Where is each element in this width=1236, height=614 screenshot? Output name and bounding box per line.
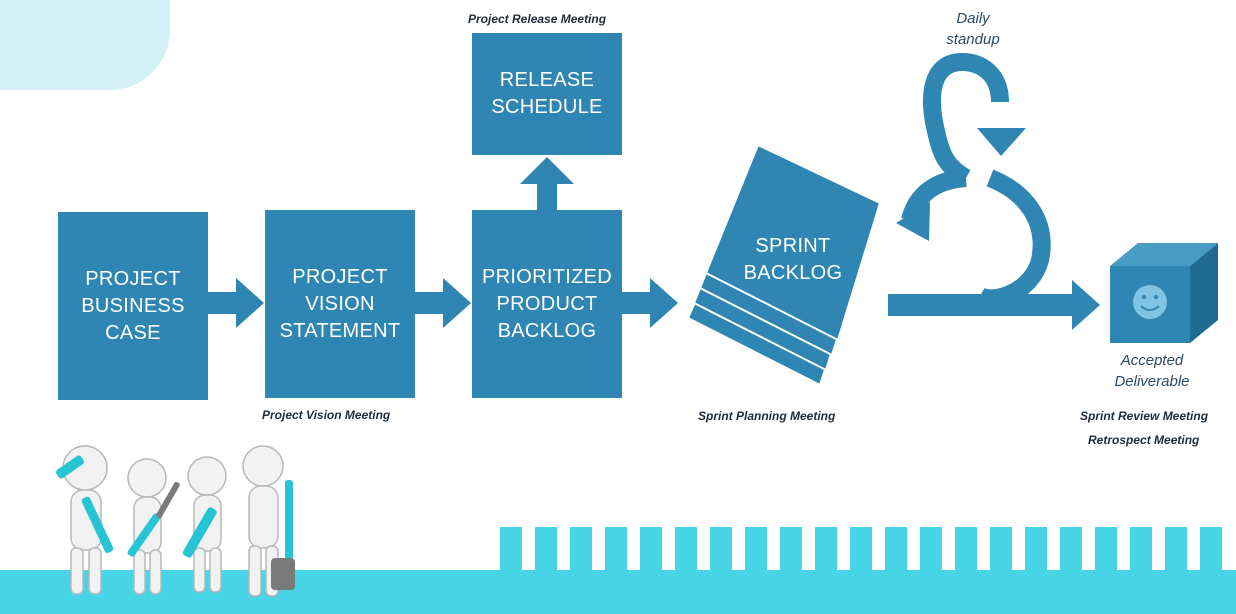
flow-arrow-2 [415, 278, 471, 328]
sprint-backlog-label: SPRINT BACKLOG [743, 235, 843, 284]
sprint-backlog-stack [686, 143, 882, 387]
sprint-review-meeting-caption: Sprint Review Meeting [1080, 409, 1209, 423]
crenellation-decoration [500, 527, 1236, 571]
retrospect-meeting-caption: Retrospect Meeting [1088, 433, 1200, 447]
release-schedule-box: RELEASE SCHEDULE [472, 33, 622, 155]
project-release-meeting-caption: Project Release Meeting [468, 12, 607, 26]
project-business-case-box: PROJECT BUSINESS CASE [58, 212, 208, 400]
sprint-planning-meeting-caption: Sprint Planning Meeting [698, 409, 836, 423]
gear-decoration [0, 0, 170, 90]
daily-standup-label: Daily standup [946, 10, 1000, 48]
ground-band [0, 570, 1236, 614]
create-deliverables-label: Create Deliverables [934, 222, 1012, 259]
prioritized-product-backlog-box: PRIORITIZED PRODUCT BACKLOG [472, 210, 622, 398]
smiley-cube-icon [1110, 243, 1218, 343]
loop-arrowheads [896, 128, 1026, 241]
project-vision-statement-box: PROJECT VISION STATEMENT [265, 210, 415, 398]
project-vision-meeting-caption: Project Vision Meeting [262, 408, 391, 422]
daily-standup-loop [901, 52, 1051, 308]
flow-arrow-1 [208, 278, 264, 328]
flow-arrow-up [520, 157, 574, 212]
team-with-tools-illustration [56, 445, 295, 597]
accepted-deliverable-label: Accepted Deliverable [1114, 352, 1190, 390]
flow-arrow-3 [622, 278, 678, 328]
